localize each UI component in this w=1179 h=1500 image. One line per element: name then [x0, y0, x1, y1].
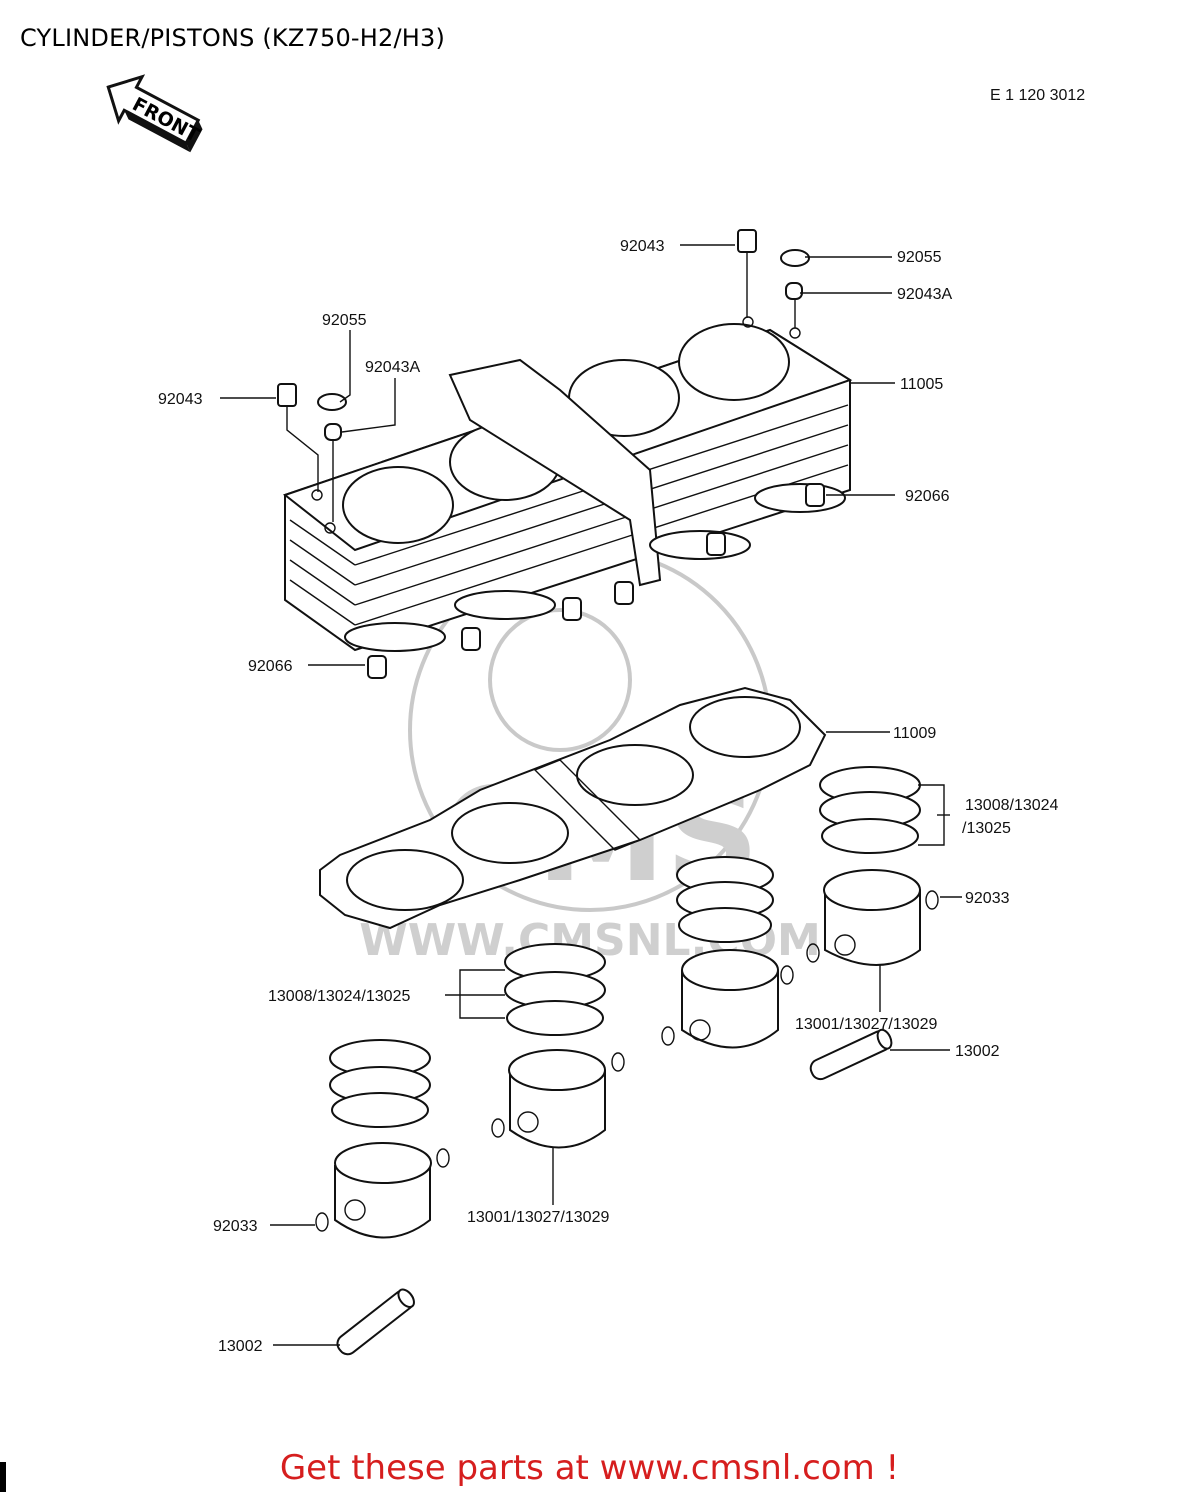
label-13001-right: 13001/13027/13029 [795, 1016, 937, 1033]
leader-lines [220, 244, 962, 1346]
left-edge-marker [0, 1462, 6, 1492]
piston-mid [491, 1049, 625, 1149]
piston-rings-center [676, 856, 774, 943]
label-13008-mid: 13008/13024/13025 [268, 988, 410, 1005]
label-92055-top: 92055 [897, 249, 942, 266]
label-92043-top: 92043 [620, 238, 665, 255]
label-92043a-top: 92043A [897, 286, 952, 303]
label-11009: 11009 [893, 725, 936, 742]
dowel-pins [277, 229, 825, 679]
label-13008-right-a: 13008/13024 [965, 797, 1059, 814]
label-92055-left: 92055 [322, 312, 367, 329]
page-title: CYLINDER/PISTONS (KZ750-H2/H3) [20, 24, 446, 52]
label-13002-right: 13002 [955, 1043, 1000, 1060]
piston-right [806, 869, 939, 966]
cylinder-gasket [319, 686, 827, 930]
label-92043-left: 92043 [158, 391, 203, 408]
label-13008-right-b: /13025 [962, 820, 1011, 837]
label-92033-left: 92033 [213, 1218, 258, 1235]
piston-pin-right [809, 1028, 893, 1081]
piston-pin-left [336, 1288, 415, 1356]
label-13002-left: 13002 [218, 1338, 263, 1355]
label-13001-left: 13001/13027/13029 [467, 1209, 609, 1226]
piston-center [661, 949, 794, 1049]
front-arrow-icon: FRONT [106, 74, 203, 153]
label-92043a-left: 92043A [365, 359, 420, 376]
footer-cta-link[interactable]: Get these parts at www.cmsnl.com ! [279, 1448, 900, 1488]
label-92066-left: 92066 [248, 658, 293, 675]
piston-rings-mid [504, 943, 606, 1036]
callout-labels: 92043 92055 92043A 92055 92043A 92043 11… [158, 238, 1059, 1355]
ref-code: E 1 120 3012 [990, 87, 1085, 104]
label-11005: 11005 [900, 376, 943, 393]
label-92066-right: 92066 [905, 488, 950, 505]
piston-rings-left [329, 1039, 431, 1128]
label-92033-right: 92033 [965, 890, 1010, 907]
piston-left [315, 1142, 450, 1239]
piston-rings-right [819, 766, 921, 854]
